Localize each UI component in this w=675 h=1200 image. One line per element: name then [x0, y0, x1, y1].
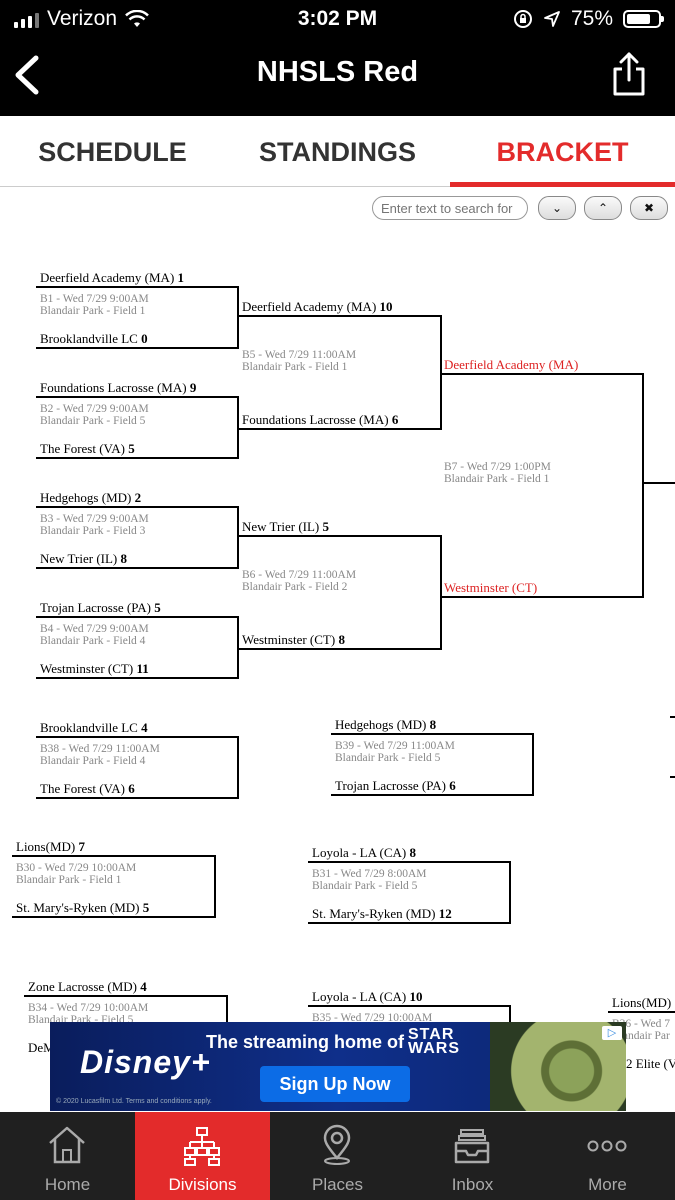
bracket-team[interactable]: Hedgehogs (MD) 2: [40, 490, 142, 505]
bracket-team[interactable]: Brooklandville LC 0: [40, 331, 148, 346]
tab-standings[interactable]: STANDINGS: [258, 137, 416, 167]
bottom-tab-bar: Home Divisions Places Inbox: [0, 1112, 675, 1200]
bracket-team[interactable]: The Forest (VA) 6: [40, 781, 135, 796]
wifi-icon: [125, 10, 149, 27]
bracket-team[interactable]: St. Mary's-Ryken (MD) 5: [16, 900, 150, 915]
status-carrier: Verizon: [14, 6, 149, 32]
status-right: 75%: [513, 6, 664, 32]
map-pin-icon: [323, 1124, 351, 1165]
bracket-team[interactable]: New Trier (IL) 8: [40, 551, 128, 566]
battery-percent: 75%: [570, 7, 613, 30]
bottom-tab-label: Inbox: [451, 1175, 494, 1194]
bottom-tab-places[interactable]: Places: [270, 1112, 405, 1200]
bottom-tab-more[interactable]: More: [540, 1112, 675, 1200]
ad-brand-logo: Disney+: [80, 1044, 211, 1080]
more-dots-icon: [587, 1140, 627, 1152]
chevron-left-icon: [15, 55, 39, 95]
game-info: B35 - Wed 7/29 10:00AM: [312, 1012, 433, 1024]
bottom-tab-label: More: [588, 1175, 627, 1194]
location-arrow-icon: [544, 11, 560, 27]
adchoices-icon[interactable]: ▷: [602, 1026, 622, 1040]
bracket-team[interactable]: St. Mary's-Ryken (MD) 12: [312, 906, 452, 921]
carrier-name: Verizon: [47, 7, 118, 30]
top-bar: Verizon 3:02 PM 75% NHSLS Red: [0, 0, 675, 116]
battery-icon: [623, 10, 664, 28]
search-input[interactable]: [372, 196, 528, 220]
bracket-team[interactable]: Deerfield Academy (MA): [444, 357, 579, 372]
bracket-team[interactable]: Deerfield Academy (MA) 1: [40, 270, 185, 285]
search-prev-button[interactable]: ⌃: [584, 196, 622, 220]
page-title: NHSLS Red: [256, 56, 419, 88]
bracket-team[interactable]: Deerfield Academy (MA) 10: [242, 299, 393, 314]
active-tab-indicator: [450, 182, 675, 187]
bottom-tab-divisions[interactable]: Divisions: [135, 1112, 270, 1200]
ad-signup-button[interactable]: Sign Up Now: [260, 1066, 410, 1102]
bracket-team[interactable]: Trojan Lacrosse (PA) 6: [335, 778, 456, 793]
bracket-team[interactable]: Trojan Lacrosse (PA) 5: [40, 600, 161, 615]
bottom-tab-label: Places: [311, 1175, 364, 1194]
bracket-team[interactable]: Westminster (CT) 8: [242, 632, 345, 647]
bracket-team[interactable]: DeM: [28, 1040, 55, 1055]
bracket-team[interactable]: The Forest (VA) 5: [40, 441, 135, 456]
bracket-team[interactable]: Zone Lacrosse (MD) 4: [28, 979, 147, 994]
rotation-lock-icon: [513, 10, 532, 28]
bracket-team[interactable]: Foundations Lacrosse (MA) 9: [40, 380, 197, 395]
search-next-button[interactable]: ⌄: [538, 196, 576, 220]
cell-signal-icon: [14, 10, 39, 28]
tab-schedule[interactable]: SCHEDULE: [38, 137, 187, 167]
bracket-team[interactable]: Loyola - LA (CA) 8: [312, 845, 416, 860]
inbox-tray-icon: [454, 1129, 490, 1164]
bracket-tree-icon: [184, 1127, 220, 1166]
bracket-team[interactable]: Westminster (CT) 11: [40, 661, 149, 676]
bottom-tab-home[interactable]: Home: [0, 1112, 135, 1200]
battery-fill: [627, 14, 650, 24]
section-tabs: SCHEDULE STANDINGS BRACKET: [0, 116, 675, 187]
bracket-team[interactable]: New Trier (IL) 5: [242, 519, 330, 534]
ad-fine-print: © 2020 Lucasfilm Ltd. Terms and conditio…: [56, 1098, 212, 1105]
bottom-tab-inbox[interactable]: Inbox: [405, 1112, 540, 1200]
bottom-tab-label: Divisions: [168, 1175, 237, 1194]
share-icon: [613, 52, 645, 96]
bottom-tab-label: Home: [44, 1175, 91, 1194]
home-icon: [49, 1126, 85, 1164]
share-button[interactable]: [609, 50, 649, 100]
bracket-team[interactable]: Foundations Lacrosse (MA) 6: [242, 412, 399, 427]
bracket-team[interactable]: Loyola - LA (CA) 10: [312, 989, 423, 1004]
bracket-team[interactable]: Westminster (CT): [444, 580, 538, 595]
bracket-team[interactable]: Brooklandville LC 4: [40, 720, 148, 735]
tab-bracket[interactable]: BRACKET: [496, 137, 629, 167]
ad-tagline: The streaming home of: [206, 1032, 405, 1052]
status-time: 3:02 PM: [297, 7, 378, 30]
bracket-team[interactable]: 2 Elite (V: [626, 1056, 675, 1071]
bracket-team[interactable]: Lions(MD): [612, 995, 672, 1010]
bracket-team[interactable]: Hedgehogs (MD) 8: [335, 717, 437, 732]
bracket-view[interactable]: Deerfield Academy (MA) 1 B1 - Wed 7/29 9…: [0, 230, 675, 1120]
back-button[interactable]: [8, 50, 48, 100]
search-clear-button[interactable]: ✖: [630, 196, 668, 220]
bracket-team[interactable]: Lions(MD) 7: [16, 839, 85, 854]
